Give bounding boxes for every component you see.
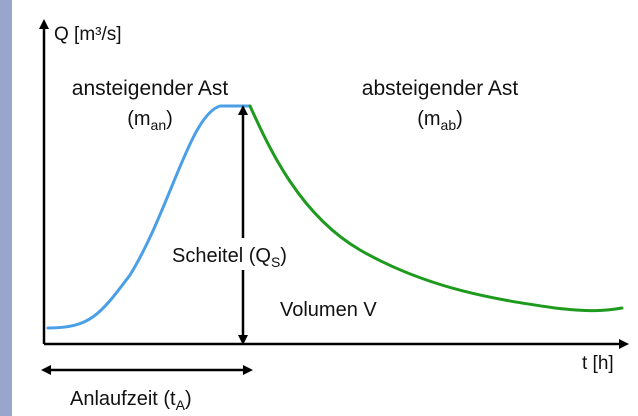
rising-limb-symbol: (man) bbox=[127, 108, 173, 133]
rise-time-label-sub: A bbox=[176, 397, 186, 413]
rising-limb-symbol-close: ) bbox=[166, 108, 173, 130]
peak-label-backing bbox=[168, 238, 320, 270]
falling-limb-symbol-sub: ab bbox=[441, 117, 457, 133]
falling-limb-symbol-close: ) bbox=[456, 108, 463, 130]
y-axis-label: Q [m³/s] bbox=[54, 24, 122, 45]
side-band bbox=[0, 0, 12, 416]
rising-limb-label: ansteigender Ast bbox=[72, 77, 229, 100]
falling-limb-symbol: (mab) bbox=[417, 108, 463, 133]
peak-label: Scheitel (QS) bbox=[172, 245, 287, 270]
peak-label-close: ) bbox=[280, 245, 287, 267]
x-axis-label: t [h] bbox=[582, 353, 614, 374]
peak-label-sub: S bbox=[271, 254, 280, 270]
falling-limb-curve bbox=[248, 104, 624, 313]
rising-limb-curve bbox=[46, 104, 252, 330]
falling-limb-label: absteigender Ast bbox=[362, 77, 519, 100]
volume-label: Volumen V bbox=[280, 299, 377, 321]
rise-time-label-close: ) bbox=[185, 388, 192, 410]
rising-limb-symbol-base: (m bbox=[127, 108, 150, 130]
peak-label-base: Scheitel (Q bbox=[172, 245, 271, 267]
rise-time-label-base: Anlaufzeit (t bbox=[70, 388, 176, 410]
falling-limb-symbol-base: (m bbox=[417, 108, 440, 130]
rising-limb-symbol-sub: an bbox=[151, 117, 167, 133]
rise-time-label: Anlaufzeit (tA) bbox=[70, 388, 192, 413]
